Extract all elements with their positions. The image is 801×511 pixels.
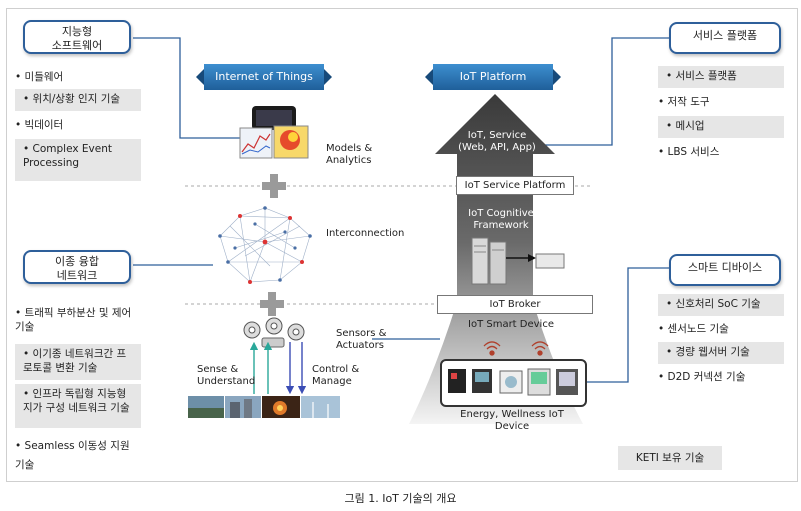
list-item: • Complex Event Processing (15, 139, 141, 181)
list-item: • 서비스 플랫폼 (658, 66, 784, 88)
list-item: • 위치/상황 인지 기술 (15, 89, 141, 111)
callout-smart-device: 스마트 디바이스 (669, 254, 781, 286)
iot-service-platform-box: IoT Service Platform (456, 176, 574, 195)
ribbon-iot-platform: IoT Platform (425, 64, 561, 90)
sense-understand-label: Sense & Understand (197, 364, 255, 388)
list-item: • 미들웨어 (15, 71, 64, 83)
list-item: • LBS 서비스 (658, 146, 720, 158)
sensors-label: Sensors & Actuators (336, 328, 386, 352)
list-item: • Seamless 이동성 지원 기술 (15, 440, 130, 471)
iot-broker-box: IoT Broker (437, 295, 593, 314)
list-item: • 인프라 독립형 지능형 지가 구성 네트워크 기술 (15, 384, 141, 428)
callout-line: 이종 융합 (55, 255, 99, 268)
label-line: Understand (197, 376, 256, 387)
energy-wellness-label: Energy, Wellness IoT Device (460, 409, 564, 432)
label-line: IoT, Service (467, 130, 527, 141)
models-label: Models & Analytics (326, 143, 372, 167)
label-line: Sense & (197, 364, 239, 375)
keti-legend-box: KETI 보유 기술 (618, 446, 722, 470)
plus-icon (260, 292, 284, 316)
figure-caption: 그림 1. IoT 기술의 개요 (344, 492, 457, 505)
label-line: Models & (326, 143, 373, 154)
list-item: • 메시업 (658, 116, 784, 138)
sensor-meters-image (243, 317, 305, 348)
label-line: Manage (312, 376, 352, 387)
list-item: • 빅데이터 (15, 119, 64, 131)
analytics-screens-image (239, 106, 309, 159)
control-manage-label: Control & Manage (312, 364, 359, 388)
iot-service-label: IoT, Service (Web, API, App) (452, 130, 542, 154)
list-item: • 센서노드 기술 (658, 323, 729, 335)
interconnection-label: Interconnection (326, 228, 405, 239)
list-item: • 신호처리 SoC 기술 (658, 294, 784, 316)
cognitive-framework-label: IoT Cognitive Framework (456, 208, 546, 232)
plus-icon (262, 174, 286, 198)
list-item: • 트래픽 부하분산 및 제어 기술 (15, 307, 132, 333)
iot-smart-device-label: IoT Smart Device (468, 319, 554, 330)
label-line: IoT Cognitive (468, 208, 534, 219)
network-graph-image (218, 206, 312, 284)
label-line: Actuators (336, 340, 384, 351)
callout-service-platform: 서비스 플랫폼 (669, 22, 781, 54)
scenery-photo-strip (188, 396, 340, 418)
label-line: Framework (473, 220, 529, 231)
list-item: • 이기종 네트워크간 프로토콜 변환 기술 (15, 344, 141, 380)
label-line: (Web, API, App) (458, 142, 536, 153)
list-item: • 저작 도구 (658, 96, 710, 108)
callout-line: 소프트웨어 (51, 39, 103, 52)
callout-intelligent-software: 지능형 소프트웨어 (23, 20, 131, 54)
callout-line: 지능형 (61, 25, 93, 38)
server-rack-image (471, 237, 565, 285)
sense-control-arrows (249, 341, 307, 395)
label-line: Analytics (326, 155, 372, 166)
callout-hetero-network: 이종 융합 네트워크 (23, 250, 131, 284)
list-item: • D2D 커넥션 기술 (658, 371, 746, 383)
callout-line: 네트워크 (56, 269, 98, 282)
wireless-signal-icon (483, 341, 549, 356)
label-line: Sensors & (336, 328, 387, 339)
ribbon-internet-of-things: Internet of Things (196, 64, 332, 90)
list-item: • 경량 웹서버 기술 (658, 342, 784, 364)
label-line: Control & (312, 364, 360, 375)
devices-image (448, 368, 578, 396)
devices-panel (440, 359, 587, 407)
